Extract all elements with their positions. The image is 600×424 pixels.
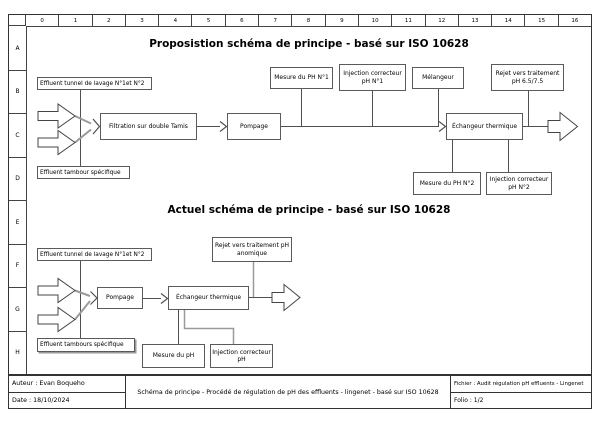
node-mesure-ph1: Mesure du PH N°1 bbox=[270, 67, 333, 89]
ruler-row-label: F bbox=[9, 245, 26, 288]
ruler-row-label: H bbox=[15, 349, 20, 357]
ruler-column-label: 8 bbox=[292, 15, 326, 26]
node-pompage-top: Pompage bbox=[227, 113, 281, 140]
ruler-column-label: 2 bbox=[93, 15, 126, 26]
ruler-row-label: E bbox=[9, 201, 26, 245]
node-mesure-ph-bottom: Mesure du pH bbox=[142, 344, 205, 368]
node-echangeur-bottom: Échangeur thermique bbox=[168, 286, 249, 310]
ruler-corner bbox=[8, 14, 26, 26]
top-diagram-title: Proposistion schéma de principe - basé s… bbox=[149, 38, 469, 50]
node-echangeur-top: Échangeur thermique bbox=[446, 113, 523, 140]
ruler-column-label: 1 bbox=[59, 15, 93, 26]
node-effluent-tambour-top: Effluent tambour spécifique bbox=[37, 166, 130, 179]
title-block-title: Schéma de principe - Procédé de régulati… bbox=[126, 376, 451, 408]
title-block-right: Fichier : Audit régulation pH effluents … bbox=[451, 376, 591, 408]
node-injection-ph1: Injection correcteur pH N°1 bbox=[339, 64, 406, 91]
ruler-column-label: 16 bbox=[571, 17, 579, 24]
ruler-row-label: A bbox=[9, 27, 26, 71]
node-effluent-tunnel-top: Effluent tunnel de lavage N°1et N°2 bbox=[37, 77, 152, 90]
ruler-row-label: G bbox=[9, 288, 26, 332]
node-effluent-tunnel-bottom: Effluent tunnel de lavage N°1et N°2 bbox=[37, 248, 152, 261]
ruler-column-label: 9 bbox=[326, 15, 359, 26]
ruler-column-label: 4 bbox=[159, 15, 193, 26]
title-block-author: Auteur : Evan Boqueho bbox=[9, 376, 125, 393]
ruler-column-label: 12 bbox=[426, 15, 459, 26]
title-block-left: Auteur : Evan Boqueho Date : 18/10/2024 bbox=[9, 376, 126, 408]
ruler-row-label: B bbox=[9, 71, 26, 114]
ruler-column-label: 13 bbox=[459, 15, 493, 26]
title-block-file: Fichier : Audit régulation pH effluents … bbox=[451, 376, 591, 393]
bottom-diagram-title: Actuel schéma de principe - basé sur ISO… bbox=[167, 204, 451, 216]
title-block: Auteur : Evan Boqueho Date : 18/10/2024 … bbox=[8, 375, 592, 409]
node-effluent-tambours-bottom: Effluent tambours spécifique bbox=[37, 338, 135, 352]
sheet-frame bbox=[8, 14, 592, 375]
title-block-folio: Folio : 1/2 bbox=[454, 396, 484, 404]
node-rejet-anomique: Rejet vers traitement pH anomique bbox=[212, 237, 292, 262]
ruler-column-label: 5 bbox=[192, 15, 226, 26]
node-filtration: Filtration sur double Tamis bbox=[100, 113, 197, 140]
node-pompage-bottom: Pompage bbox=[97, 287, 143, 309]
title-block-date: Date : 18/10/2024 bbox=[12, 396, 70, 404]
ruler-column-label: 3 bbox=[126, 15, 160, 26]
ruler-column-label: 11 bbox=[392, 15, 426, 26]
node-melangeur: Mélangeur bbox=[412, 67, 464, 89]
ruler-row-label: C bbox=[9, 114, 26, 158]
ruler-column-label: 6 bbox=[226, 15, 260, 26]
node-mesure-ph2: Mesure du PH N°2 bbox=[413, 172, 481, 195]
ruler-column-label: 15 bbox=[525, 15, 559, 26]
node-injection-ph2: Injection correcteur pH N°2 bbox=[486, 172, 552, 195]
node-injection-ph-bottom: Injection correcteur pH bbox=[210, 344, 273, 368]
ruler-column-label: 7 bbox=[259, 15, 293, 26]
ruler-row-label: D bbox=[9, 158, 26, 201]
ruler-column-label: 10 bbox=[359, 15, 393, 26]
node-rejet-traitement-top: Rejet vers traitement pH 6.5/7.5 bbox=[491, 64, 564, 91]
ruler-column-label: 14 bbox=[492, 15, 526, 26]
ruler-column-label: 0 bbox=[26, 15, 60, 26]
